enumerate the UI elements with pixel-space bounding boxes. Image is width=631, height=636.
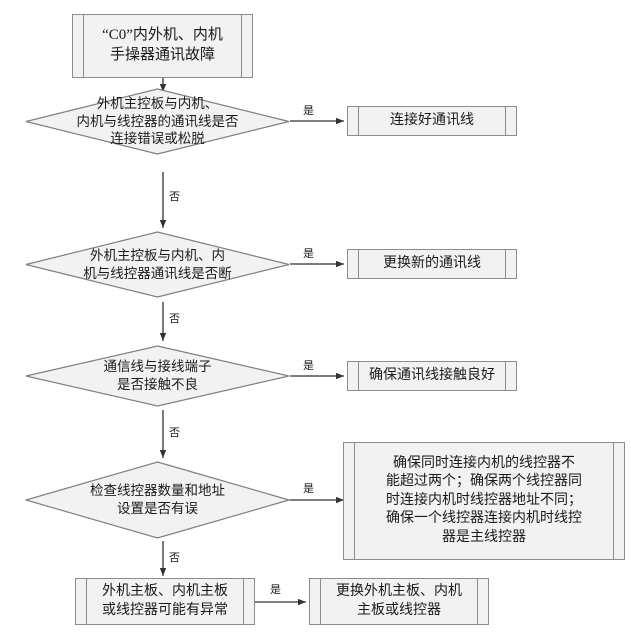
node-side-bar-left [344,443,355,559]
edge-label-yes-4: 是 [303,483,314,495]
node-side-bar-left [310,579,321,624]
action-board-abnormal: 外机主板、内机主板 或线控器可能有异常 [75,578,255,625]
action-replace-comm-line-label: 更换新的通讯线 [383,255,481,271]
decision-controller-count-address: 检查线控器数量和地址 设置是否有误 [25,461,290,539]
action-replace-boards-label: 更换外机主板、内机 主板或线控器 [336,584,462,618]
node-side-bar-right [505,107,516,135]
diamond-shape [25,461,290,539]
decision-terminal-contact: 通信线与接线端子 是否接触不良 [25,345,290,407]
edge-label-yes-5: 是 [270,584,281,596]
decision-controller-count-address-label: 检查线控器数量和地址 设置是否有误 [90,483,225,516]
node-side-bar-left [348,250,359,278]
action-board-abnormal-label: 外机主板、内机主板 或线控器可能有异常 [102,584,228,618]
diamond-shape [25,88,290,155]
action-controller-rules: 确保同时连接内机的线控器不 能超过两个；确保两个线控器同 时连接内机时线控器地址… [343,442,625,560]
action-controller-rules-label: 确保同时连接内机的线控器不 能超过两个；确保两个线控器同 时连接内机时线控器地址… [386,455,582,545]
node-fault-title-label: “C0”内外机、内机 手操器通讯故障 [102,27,223,63]
node-side-bar-left [348,362,359,390]
node-side-bar-right [241,15,252,77]
edge-label-yes-1: 是 [303,105,314,117]
node-side-bar-right [243,579,254,624]
node-fault-title: “C0”内外机、内机 手操器通讯故障 [72,14,253,78]
edge-label-no-2: 否 [169,313,180,325]
decision-comm-line-loose: 外机主控板与内机、 内机与线控器的通讯线是否 连接错误或松脱 [25,88,290,155]
node-side-bar-left [348,107,359,135]
node-side-bar-right [477,579,488,624]
node-side-bar-right [613,443,624,559]
action-replace-boards: 更换外机主板、内机 主板或线控器 [309,578,489,625]
decision-terminal-contact-label: 通信线与接线端子 是否接触不良 [103,359,212,392]
decision-comm-line-loose-label: 外机主控板与内机、 内机与线控器的通讯线是否 连接错误或松脱 [76,96,239,147]
edge-label-yes-3: 是 [303,360,314,372]
node-side-bar-left [73,15,84,77]
action-connect-comm-line: 连接好通讯线 [347,106,517,136]
node-side-bar-right [505,250,516,278]
action-ensure-good-contact-label: 确保通讯线接触良好 [369,367,495,383]
edge-label-no-1: 否 [169,191,180,203]
action-replace-comm-line: 更换新的通讯线 [347,249,517,279]
edge-label-no-3: 否 [169,427,180,439]
diamond-shape [25,345,290,407]
decision-comm-line-broken-label: 外机主控板与内机、内 机与线控器通讯线是否断 [83,247,232,281]
action-ensure-good-contact: 确保通讯线接触良好 [347,361,517,391]
node-side-bar-left [76,579,87,624]
diamond-shape [25,231,290,298]
node-side-bar-right [505,362,516,390]
decision-comm-line-broken: 外机主控板与内机、内 机与线控器通讯线是否断 [25,231,290,298]
edge-label-yes-2: 是 [303,248,314,260]
action-connect-comm-line-label: 连接好通讯线 [390,112,474,128]
edge-label-no-4: 否 [169,552,180,564]
